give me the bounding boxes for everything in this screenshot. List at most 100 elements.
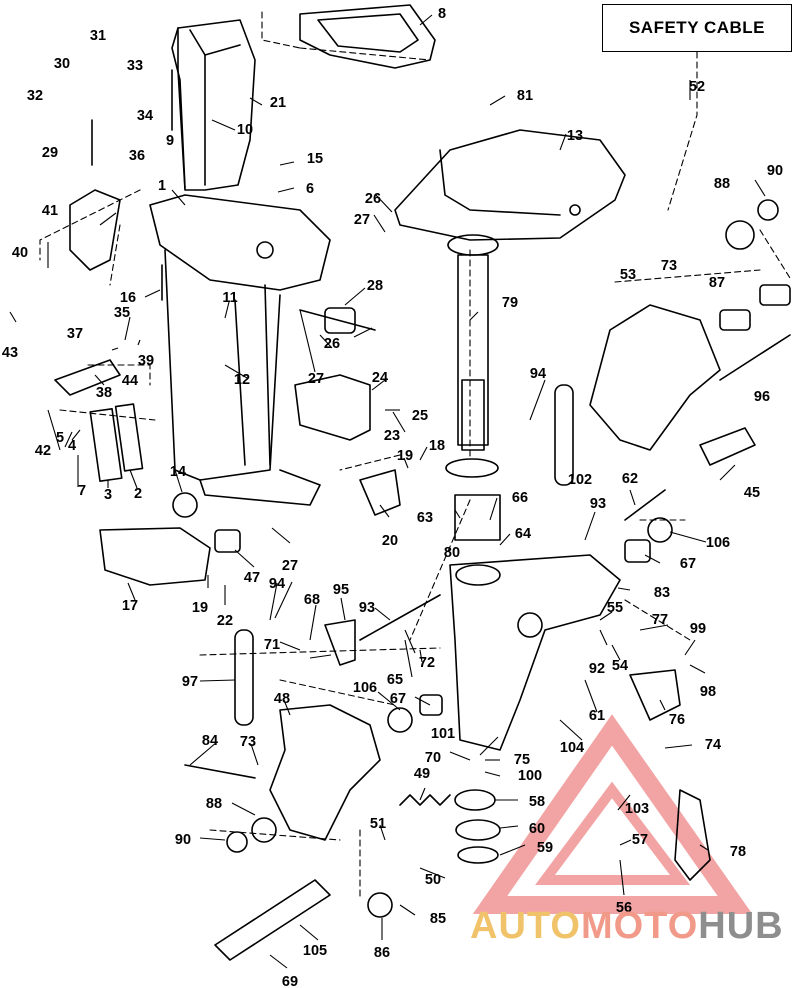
callout-56: 56 [616,900,632,916]
callout-47: 47 [244,570,260,586]
callout-54: 54 [612,658,628,674]
callout-57: 57 [632,832,648,848]
callout-90b: 90 [175,832,191,848]
callout-71: 71 [264,637,280,653]
clamp-bracket-right [589,304,721,451]
callout-104: 104 [560,740,584,756]
callout-2: 2 [134,486,142,502]
safety-cable-label-box: SAFETY CABLE [602,4,792,52]
callout-67a: 67 [390,691,406,707]
callout-6: 6 [306,181,314,197]
callout-4: 4 [68,438,76,454]
thrust-washer [445,458,499,478]
callout-99: 99 [690,621,706,637]
callout-106a: 106 [353,680,377,696]
callout-93b: 93 [359,600,375,616]
callout-73b: 73 [240,734,256,750]
callout-101: 101 [431,726,455,742]
callout-73a: 73 [661,258,677,274]
callout-48: 48 [274,691,290,707]
callout-27b: 27 [308,371,324,387]
callout-61: 61 [589,708,605,724]
callout-28: 28 [367,278,383,294]
bushing-67-right [624,539,651,563]
tube-sleeve [699,427,756,466]
callout-97: 97 [182,674,198,690]
upper-mount-plate [394,129,626,241]
callout-67b: 67 [680,556,696,572]
callout-45: 45 [744,485,760,501]
exhaust-housing [171,19,256,191]
washer-106-left [387,707,413,733]
callout-88b: 88 [206,796,222,812]
callout-60: 60 [529,821,545,837]
lower-cover [99,527,211,586]
callout-42: 42 [35,443,51,459]
rubber-mount-14 [172,492,198,518]
rubber-mount-28 [299,307,376,334]
callout-85: 85 [430,911,446,927]
callout-21: 21 [270,95,286,111]
tension-plate [89,408,123,482]
callout-77: 77 [652,612,668,628]
callout-9: 9 [166,133,174,149]
callout-80: 80 [444,545,460,561]
friction-pad [114,403,144,472]
callout-94b: 94 [269,576,285,592]
callout-16: 16 [120,290,136,306]
callout-100: 100 [518,768,542,784]
callout-20: 20 [382,533,398,549]
rubber-mount-47 [214,529,241,553]
callout-27c: 27 [282,558,298,574]
callout-27a: 27 [354,212,370,228]
callout-50: 50 [425,872,441,888]
steering-tube [447,234,499,451]
left-bracket-link [234,629,254,726]
callout-64: 64 [515,526,531,542]
clamp-screw-lower [226,831,248,853]
bushing-right [759,284,791,306]
stern-bracket-link [554,384,574,486]
shift-bracket [69,189,121,271]
callout-10: 10 [237,122,253,138]
watermark-part2: MOTO [580,905,699,947]
callout-29: 29 [42,145,58,161]
callout-86: 86 [374,945,390,961]
callout-81: 81 [517,88,533,104]
bushing-left [719,309,751,331]
callout-leaders [9,14,766,969]
callout-14: 14 [170,464,186,480]
callout-59: 59 [537,840,553,856]
callout-58: 58 [529,794,545,810]
callout-79: 79 [502,295,518,311]
swivel-bracket [449,554,621,751]
clamp-bracket-left [269,704,381,841]
lower-mount-bracket [294,374,371,441]
callout-44: 44 [122,373,138,389]
tilt-lock [674,789,711,881]
bolt-84 [184,764,256,779]
callout-35: 35 [114,305,130,321]
callout-26b: 26 [324,336,340,352]
callout-labels: 1 2 3 4 5 6 7 8 9 10 11 12 13 14 15 16 1… [2,6,783,988]
callout-19b: 19 [192,600,208,616]
callout-103: 103 [625,801,649,817]
callout-96: 96 [754,389,770,405]
callout-55: 55 [607,600,623,616]
through-rod [719,334,791,381]
callout-87: 87 [709,275,725,291]
callout-49: 49 [414,766,430,782]
callout-53: 53 [620,267,636,283]
callout-62: 62 [622,471,638,487]
callout-105: 105 [303,943,327,959]
callout-30: 30 [54,56,70,72]
throttle-lever [54,359,121,396]
callout-23: 23 [384,428,400,444]
tilt-spring [399,794,451,806]
callout-36: 36 [129,148,145,164]
callout-18: 18 [429,438,445,454]
callout-34: 34 [137,108,153,124]
callout-83: 83 [654,585,670,601]
